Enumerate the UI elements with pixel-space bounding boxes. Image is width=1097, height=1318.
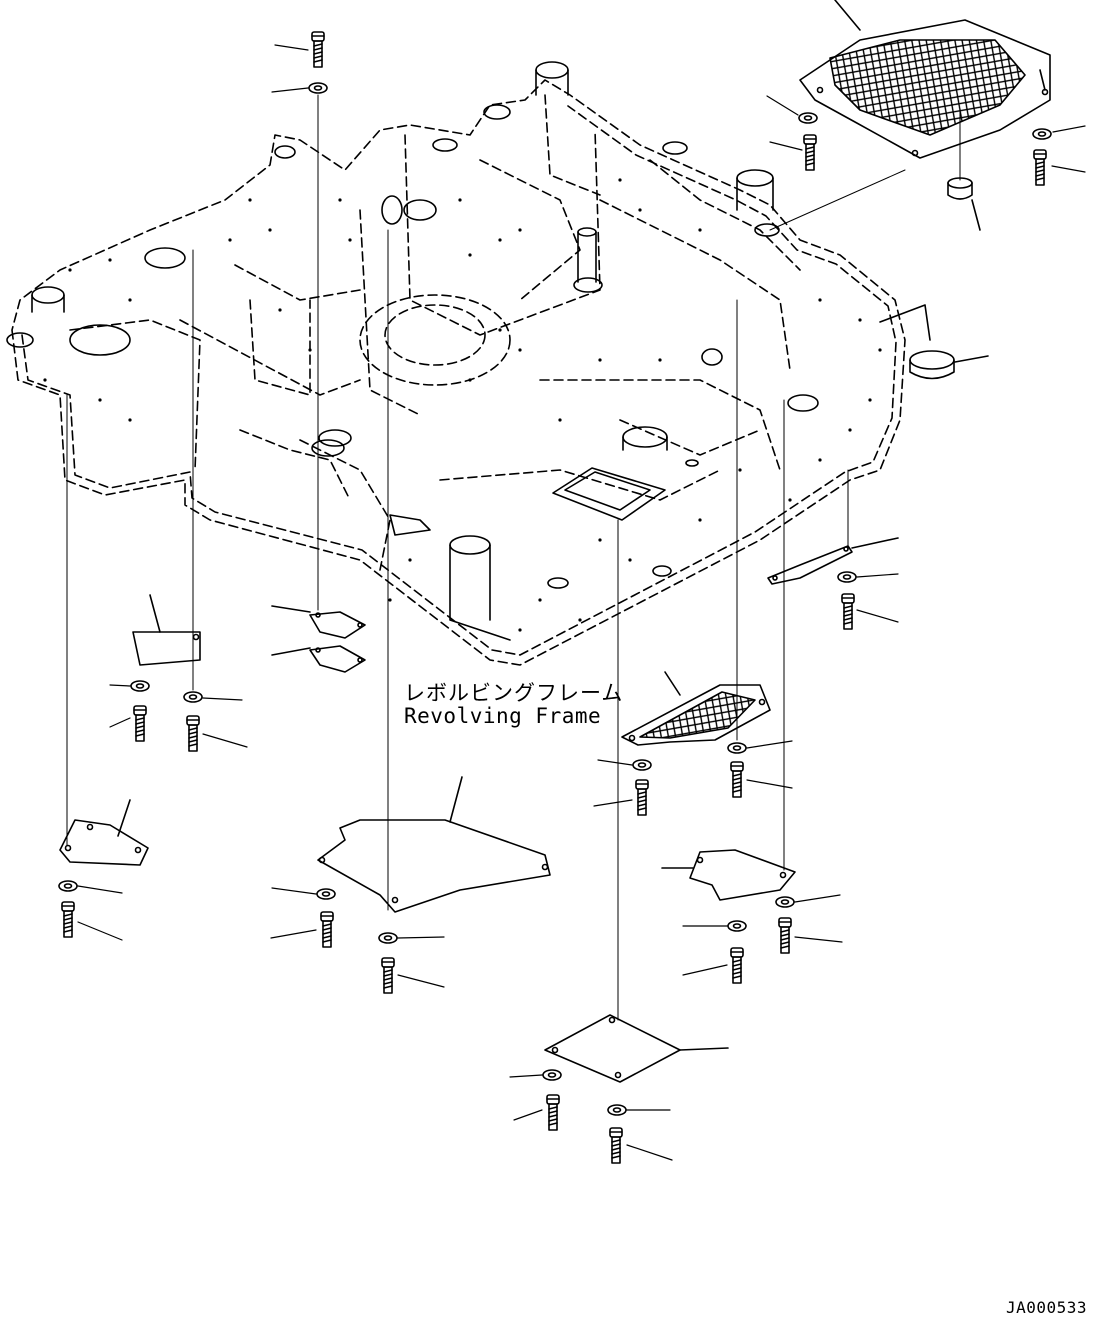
cover-plate-left: [59, 799, 149, 866]
frame-label-japanese: レボルビングフレーム: [404, 681, 624, 705]
boss-top-center: [535, 61, 569, 79]
leader-lines: [77, 44, 1086, 1161]
cover-plate-center-large: [317, 776, 551, 913]
gasket-plates-center-left: [271, 605, 366, 673]
bolts: [61, 31, 1047, 1164]
frame-solid-details: [6, 61, 819, 641]
plug-top-right: [947, 177, 981, 231]
boss-right: [736, 169, 774, 187]
washers: [58, 82, 1052, 1116]
access-opening: [552, 467, 666, 521]
alignment-lines: [66, 94, 961, 1021]
mesh-cover-top-right: [799, 0, 1051, 159]
cover-plate-left-small: [132, 594, 201, 666]
mesh-cover-center: [621, 671, 771, 746]
swing-bearing-ring: [359, 294, 511, 386]
cover-plate-bottom: [544, 1014, 729, 1083]
plate-oval-right: [767, 537, 899, 585]
frame-holes: [43, 178, 882, 632]
frame-outer-outline: [11, 79, 906, 666]
drawing-number: JA000533: [1006, 1298, 1088, 1317]
boss-left-1: [31, 286, 65, 304]
swivel-post: [573, 277, 603, 293]
cover-plate-right: [661, 849, 796, 901]
revolving-frame: [11, 79, 906, 666]
cap-right: [879, 304, 989, 380]
frame-label-english: Revolving Frame: [404, 704, 602, 728]
